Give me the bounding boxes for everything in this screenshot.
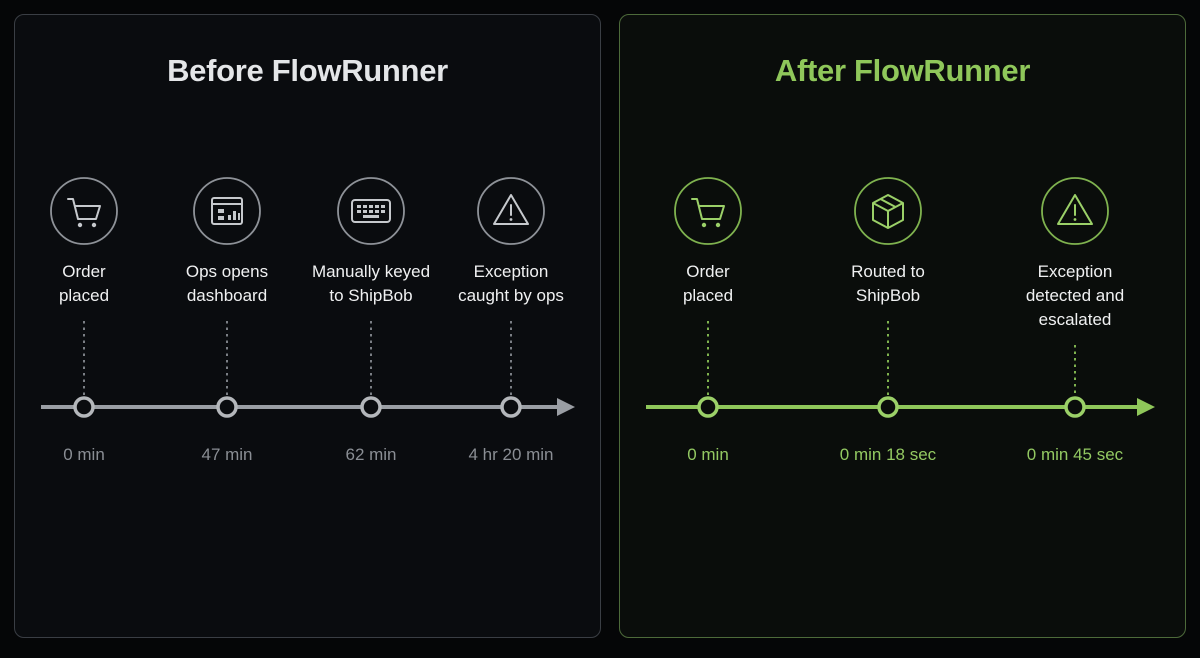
before-time-4: 4 hr 20 min — [468, 445, 554, 464]
keyboard-icon-ring — [337, 177, 405, 245]
after-title: After FlowRunner — [774, 53, 1031, 88]
after-time-2: 0 min 18 sec — [839, 445, 937, 464]
after-step-package — [854, 177, 922, 418]
after-panel: After FlowRunner — [619, 14, 1186, 638]
before-title: Before FlowRunner — [167, 53, 448, 88]
after-node-1 — [697, 396, 719, 418]
after-node-3 — [1064, 396, 1086, 418]
before-time-2: 47 min — [201, 445, 253, 464]
before-panel: Before FlowRunner — [14, 14, 601, 638]
before-node-4 — [500, 396, 522, 418]
dashboard-icon — [211, 197, 243, 225]
dashboard-icon-ring — [193, 177, 261, 245]
before-time-3: 62 min — [345, 445, 397, 464]
after-step-label-3: Exception detected and escalated — [1025, 262, 1125, 329]
warning-icon-ring — [1041, 177, 1109, 245]
before-node-2 — [216, 396, 238, 418]
after-axis-arrowhead — [1137, 398, 1155, 416]
after-node-2 — [877, 396, 899, 418]
package-icon — [872, 194, 904, 229]
keyboard-icon — [351, 199, 391, 223]
cart-icon-ring — [674, 177, 742, 245]
cart-icon-ring — [50, 177, 118, 245]
before-step-warning — [477, 177, 545, 418]
after-step-label-2: Routed to ShipBob — [851, 262, 925, 305]
after-time-3: 0 min 45 sec — [1026, 445, 1124, 464]
before-step-dashboard — [193, 177, 261, 418]
after-step-label-1: Order placed — [682, 262, 734, 305]
package-icon-ring — [854, 177, 922, 245]
before-step-label-4: Exception caught by ops — [458, 262, 564, 305]
after-step-warning — [1041, 177, 1109, 418]
before-step-cart — [50, 177, 118, 418]
after-time-1: 0 min — [687, 445, 729, 464]
warning-icon — [493, 194, 529, 225]
before-timeline — [41, 177, 575, 418]
warning-icon — [1057, 194, 1093, 225]
before-step-label-1: Order placed — [58, 262, 110, 305]
before-time-1: 0 min — [63, 445, 105, 464]
cart-icon — [67, 198, 101, 228]
before-step-keyboard — [337, 177, 405, 418]
warning-icon-ring — [477, 177, 545, 245]
before-node-3 — [360, 396, 382, 418]
before-node-1 — [73, 396, 95, 418]
cart-icon — [691, 198, 725, 228]
after-timeline — [646, 177, 1155, 418]
before-step-label-2: Ops opens dashboard — [185, 262, 269, 305]
before-axis-arrowhead — [557, 398, 575, 416]
after-step-cart — [674, 177, 742, 418]
before-step-label-3: Manually keyed to ShipBob — [311, 262, 431, 305]
